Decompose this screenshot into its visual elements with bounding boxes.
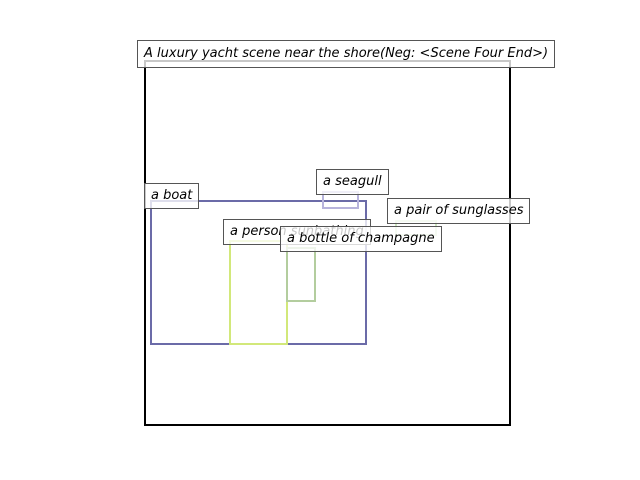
scene-title: A luxury yacht scene near the shore(Neg:… [137, 40, 556, 68]
champagne-label: a bottle of champagne [280, 226, 442, 252]
person-box [229, 240, 288, 345]
champagne-box [286, 247, 316, 302]
boat-label: a boat [144, 183, 200, 209]
sunglasses-label: a pair of sunglasses [387, 198, 531, 224]
seagull-label: a seagull [316, 169, 389, 195]
